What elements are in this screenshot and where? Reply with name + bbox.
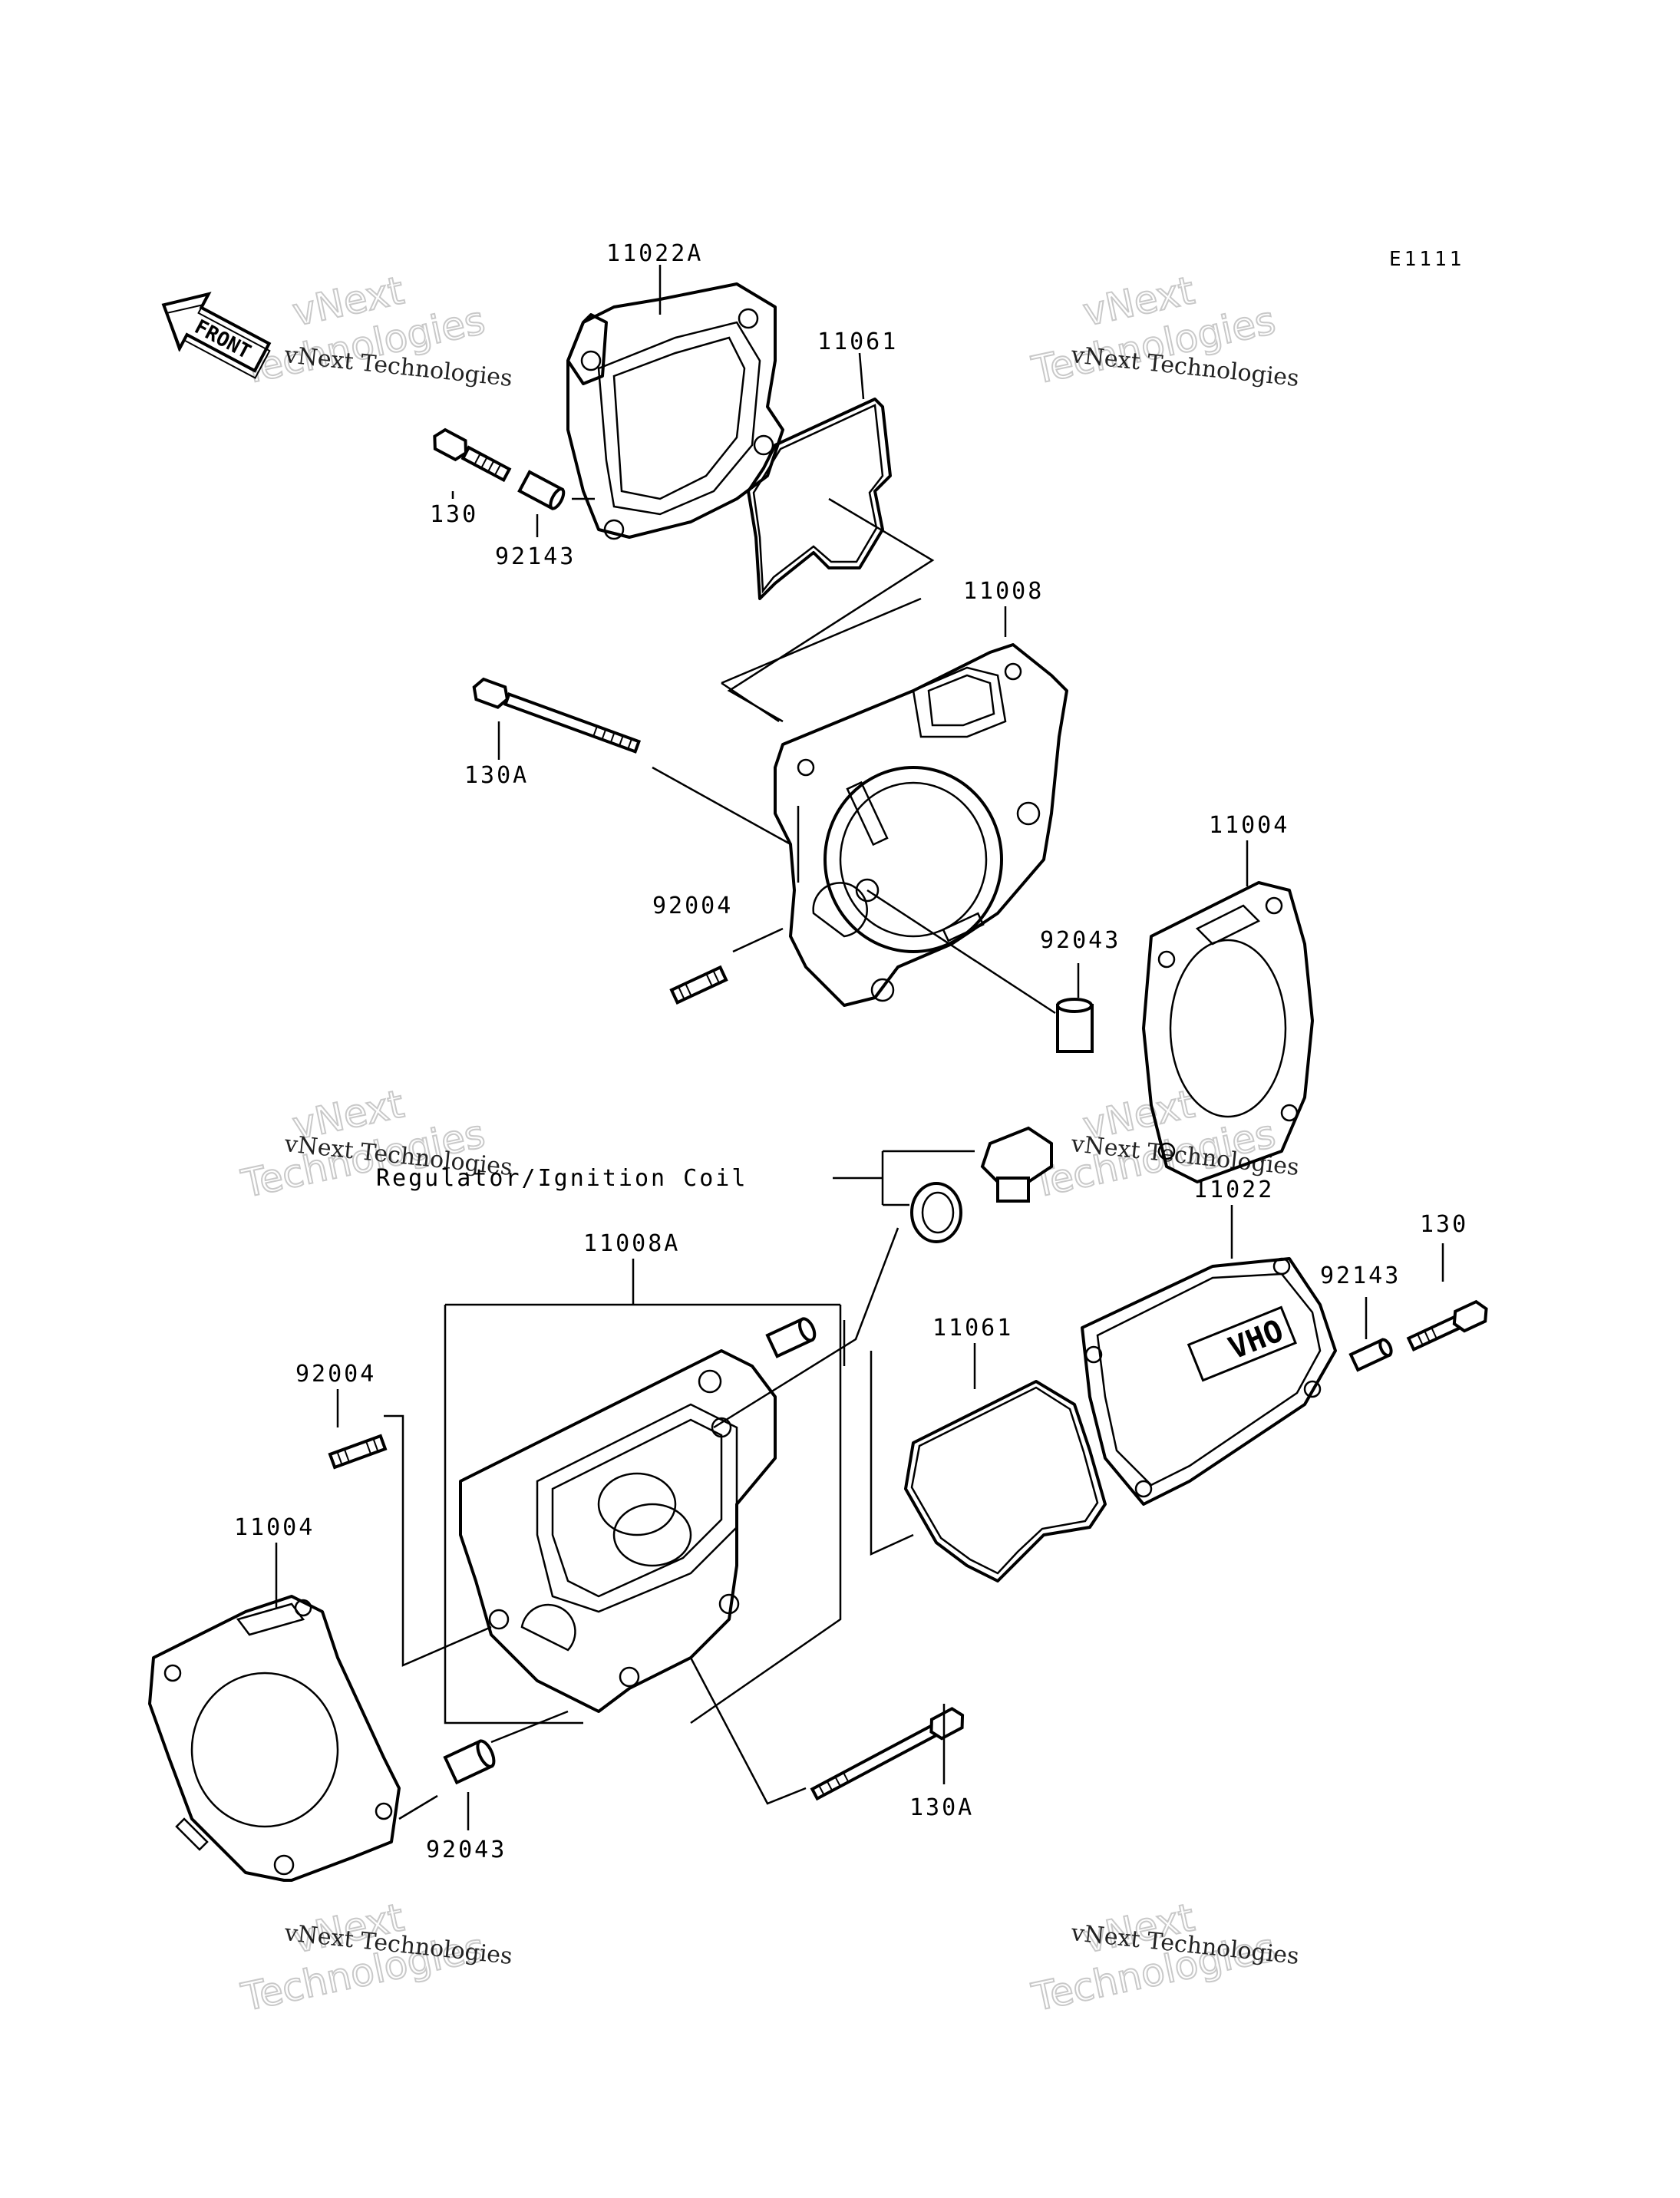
callout-92004-left: 92004 — [295, 1361, 376, 1388]
callout-92143-right: 92143 — [1320, 1262, 1401, 1289]
regulator-note: Regulator/Ignition Coil — [376, 1165, 748, 1192]
leader-92043-bottom-guide — [398, 1794, 438, 1820]
drain-plug — [980, 1126, 1053, 1203]
leader-11008-guide2 — [721, 682, 780, 723]
dowel-92043-top — [1056, 998, 1094, 1053]
ohv-marking: OHV — [1187, 1305, 1297, 1382]
leader-11008-guide — [721, 597, 922, 685]
leader-11061-top — [858, 352, 865, 400]
leader-92043-top-guide — [866, 889, 1056, 1015]
valve-cover-11022A — [566, 282, 784, 540]
bolt-130A-bottom — [810, 1707, 965, 1801]
leader-92004-left-guide — [384, 1414, 492, 1667]
bracket-11008A-left — [444, 1305, 583, 1724]
washer — [910, 1182, 962, 1243]
gasket-11061-top — [747, 398, 892, 600]
stud-92004-left — [328, 1434, 388, 1470]
leader-130A-top-guide — [652, 766, 791, 846]
leader-washer-to-head — [713, 1227, 899, 1429]
callout-11022A: 11022A — [606, 240, 703, 267]
ohv-text: OHV — [1224, 1313, 1289, 1367]
callout-130A-top: 130A — [464, 762, 529, 789]
leader-11061-mid-guide — [870, 1351, 914, 1556]
callout-92143-top: 92143 — [495, 543, 576, 570]
dowel-92043-bottom — [443, 1739, 496, 1785]
callout-92043-bottom: 92043 — [426, 1837, 507, 1863]
callout-130-right: 130 — [1420, 1211, 1468, 1238]
diagram-code: E1111 — [1389, 248, 1464, 271]
callout-11004-right: 11004 — [1209, 812, 1289, 839]
cylinder-head-11008 — [774, 643, 1068, 1007]
dowel-92143-right — [1348, 1338, 1393, 1372]
bolt-130-right — [1406, 1299, 1488, 1351]
valve-cover-11022: OHV — [1081, 1257, 1337, 1506]
callout-11061-mid: 11061 — [932, 1315, 1013, 1342]
head-gasket-11004-left — [148, 1595, 401, 1882]
leader-92004-top-guide — [732, 927, 784, 953]
callout-92004-top: 92004 — [652, 893, 733, 919]
callout-11008A: 11008A — [583, 1230, 680, 1257]
cylinder-head-11008A — [459, 1317, 817, 1713]
bracket-11008A-right — [690, 1305, 842, 1724]
dowel-92143-top — [517, 470, 566, 510]
leader-130A-bottom-guide — [689, 1657, 807, 1805]
callout-130A-bottom: 130A — [909, 1794, 974, 1821]
head-gasket-11004-right — [1142, 881, 1314, 1183]
callout-11061-top: 11061 — [817, 328, 898, 355]
callout-11008: 11008 — [963, 578, 1044, 605]
callout-92043-top: 92043 — [1040, 927, 1121, 954]
gasket-11061-mid — [904, 1380, 1107, 1582]
bolt-130-top — [433, 427, 512, 483]
callout-11022: 11022 — [1193, 1177, 1274, 1203]
stud-92004-top — [669, 965, 728, 1005]
callout-11004-left: 11004 — [234, 1514, 315, 1541]
callout-130-top: 130 — [430, 501, 478, 528]
bolt-130A-top — [472, 677, 642, 754]
leader-92043-bottom-guide2 — [490, 1710, 569, 1744]
